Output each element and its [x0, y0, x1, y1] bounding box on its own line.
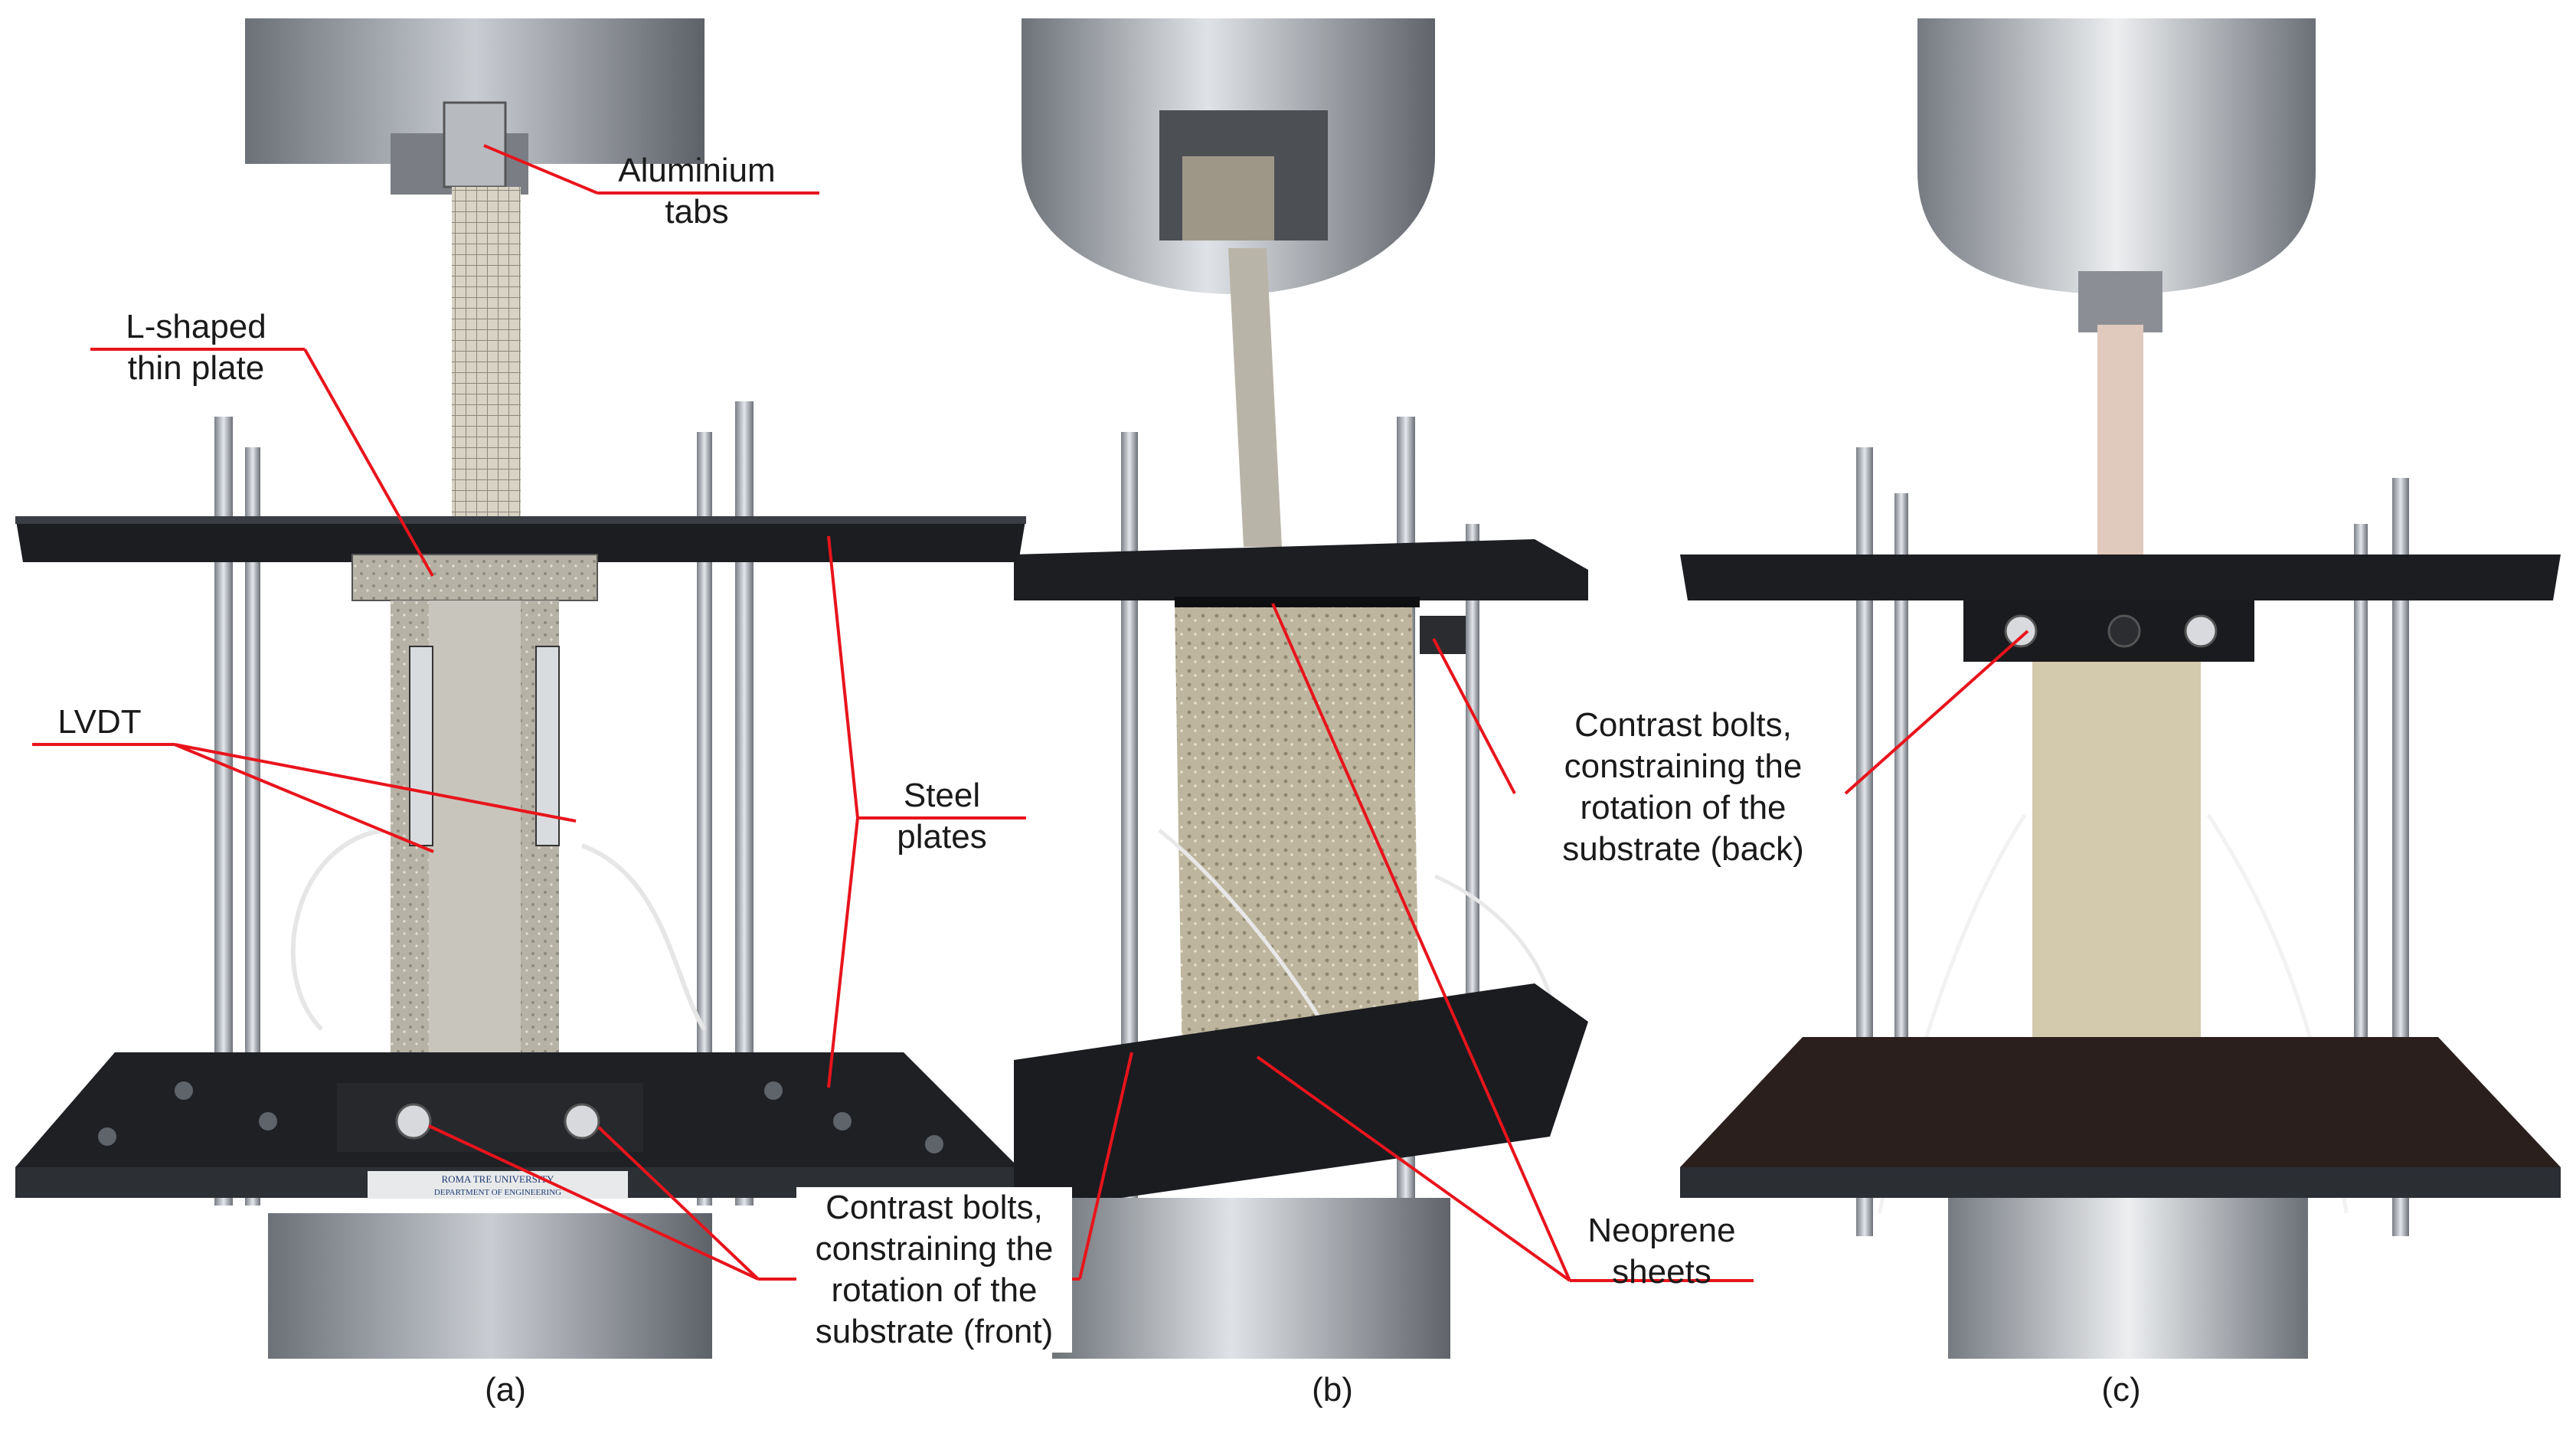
label-neoprene-sheets: Neoprene sheets — [1587, 1212, 1736, 1291]
concrete-substrate — [1175, 600, 1420, 1068]
test-setup-side-photo — [1014, 18, 1588, 1359]
mesh-strip — [1228, 248, 1282, 547]
photo-panel-c — [1680, 18, 2561, 1359]
caption-b: (b) — [1312, 1371, 1353, 1408]
neoprene-top — [1175, 597, 1420, 607]
machine-base — [1052, 1198, 1450, 1359]
l-shaped-plate — [351, 554, 598, 601]
label-lvdt: LVDT — [57, 703, 142, 741]
logo-line-1: ROMA TRE UNIVERSITY — [441, 1173, 554, 1185]
aluminium-tab — [443, 101, 507, 188]
logo-line-2: DEPARTMENT OF ENGINEERING — [434, 1188, 561, 1197]
contrast-bolt-right — [564, 1103, 600, 1140]
bottom-steel-plate — [1014, 983, 1588, 1213]
concrete-substrate — [2032, 662, 2201, 1106]
contrast-bolt-left — [395, 1103, 432, 1140]
label-steel-plates: Steel plates — [897, 777, 987, 856]
top-steel-plate — [15, 516, 1026, 562]
label-contrast-bolts-back: Contrast bolts, constraining the rotatio… — [1562, 706, 1804, 868]
contrast-bolt-back — [2004, 614, 2038, 648]
mesh-strip — [2097, 325, 2143, 555]
machine-base — [268, 1213, 712, 1359]
lvdt-right — [535, 646, 560, 846]
test-setup-front-photo: ROMA TRE UNIVERSITY DEPARTMENT OF ENGINE… — [15, 18, 1026, 1359]
top-steel-plate — [1680, 555, 2561, 600]
machine-base — [1948, 1198, 2308, 1359]
caption-a: (a) — [485, 1371, 526, 1408]
caption-c: (c) — [2101, 1371, 2141, 1408]
photo-panel-a: ROMA TRE UNIVERSITY DEPARTMENT OF ENGINE… — [15, 18, 1026, 1359]
photo-panel-b — [1006, 18, 1666, 1359]
bottom-steel-plate — [1680, 1037, 2561, 1167]
top-steel-plate — [1014, 539, 1588, 600]
test-setup-back-photo — [1680, 18, 2561, 1359]
label-l-shaped-plate: L-shaped thin plate — [126, 308, 266, 387]
lvdt-left — [409, 646, 433, 846]
machine-grip — [1917, 18, 2316, 294]
label-aluminium-tabs: Aluminium tabs — [618, 152, 776, 231]
mesh-strip — [452, 187, 521, 539]
label-contrast-bolts-front: Contrast bolts, constraining the rotatio… — [796, 1187, 1072, 1353]
